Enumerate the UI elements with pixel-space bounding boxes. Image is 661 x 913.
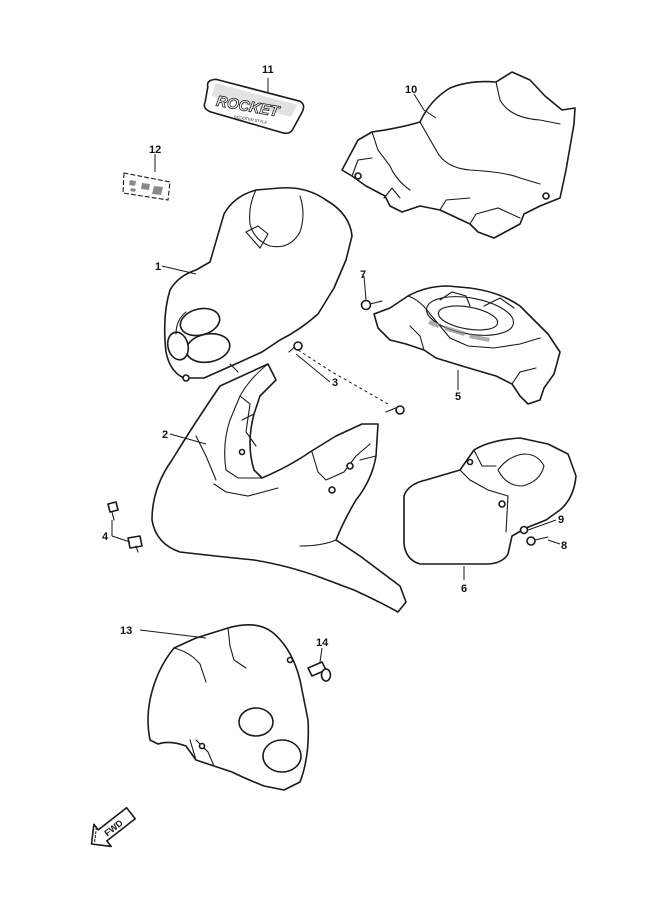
front-cover-part-1 — [163, 186, 353, 382]
callout-8: 8 — [561, 540, 567, 552]
callout-5: 5 — [455, 391, 461, 403]
decal-sub-text: SCOOTER STYLE — [234, 114, 268, 125]
callout-14: 14 — [316, 637, 329, 649]
leg-shield-part-2 — [151, 363, 407, 613]
callout-6: 6 — [461, 583, 467, 595]
callout-3: 3 — [332, 377, 338, 389]
screw-part-8 — [526, 536, 549, 546]
callout-11: 11 — [262, 64, 274, 76]
clips-part-4 — [107, 501, 143, 553]
leader-lines — [111, 78, 561, 663]
callout-4: 4 — [102, 531, 109, 543]
screw-part-7 — [360, 299, 383, 311]
inner-cover-part-10 — [341, 71, 576, 239]
meter-cover-part-5 — [373, 285, 561, 405]
bolt-part-14 — [307, 661, 332, 682]
forward-arrow-icon: FWD — [90, 806, 137, 848]
callout-13: 13 — [120, 625, 132, 637]
screws-part-3 — [288, 341, 405, 415]
callout-7: 7 — [360, 269, 366, 281]
callout-12: 12 — [149, 144, 161, 156]
callout-9: 9 — [558, 514, 564, 526]
emblem-part-12 — [122, 172, 171, 201]
callout-1: 1 — [155, 261, 161, 273]
callout-10: 10 — [405, 84, 417, 96]
front-fender-part-13 — [147, 624, 310, 791]
callout-2: 2 — [162, 429, 168, 441]
lower-cover-part-6 — [403, 437, 577, 565]
decal-part-11: ROCKET SCOOTER STYLE — [203, 78, 305, 135]
washer-part-9 — [519, 525, 529, 535]
